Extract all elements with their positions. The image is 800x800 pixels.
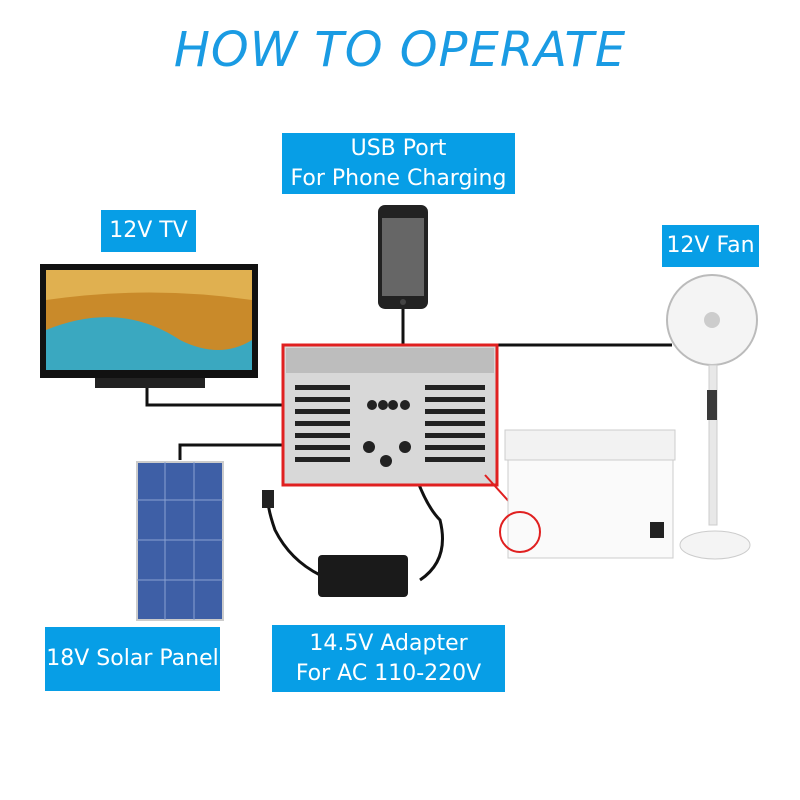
- phone-illustration: [378, 205, 428, 309]
- tv-label: 12V TV: [101, 210, 196, 252]
- fan-label: 12V Fan: [662, 225, 759, 267]
- fan-illustration: [666, 274, 758, 560]
- solar-panel-illustration: [136, 461, 224, 621]
- usb-port-label-line2: For Phone Charging: [290, 165, 507, 191]
- usb-port-label-line1: USB Port: [350, 135, 447, 161]
- adapter-illustration: [262, 490, 408, 597]
- adapter-label-line1: 14.5V Adapter: [309, 630, 468, 656]
- power-station-illustration: [281, 343, 499, 487]
- freezer-illustration: [484, 429, 676, 559]
- usb-port-label: USB Port For Phone Charging: [282, 133, 515, 194]
- adapter-label-line2: For AC 110-220V: [295, 660, 482, 686]
- page-title: HOW TO OPERATE: [173, 22, 627, 78]
- adapter-label: 14.5V Adapter For AC 110-220V: [272, 625, 505, 692]
- tv-illustration: [40, 264, 258, 388]
- solar-panel-label: 18V Solar Panel: [45, 627, 220, 691]
